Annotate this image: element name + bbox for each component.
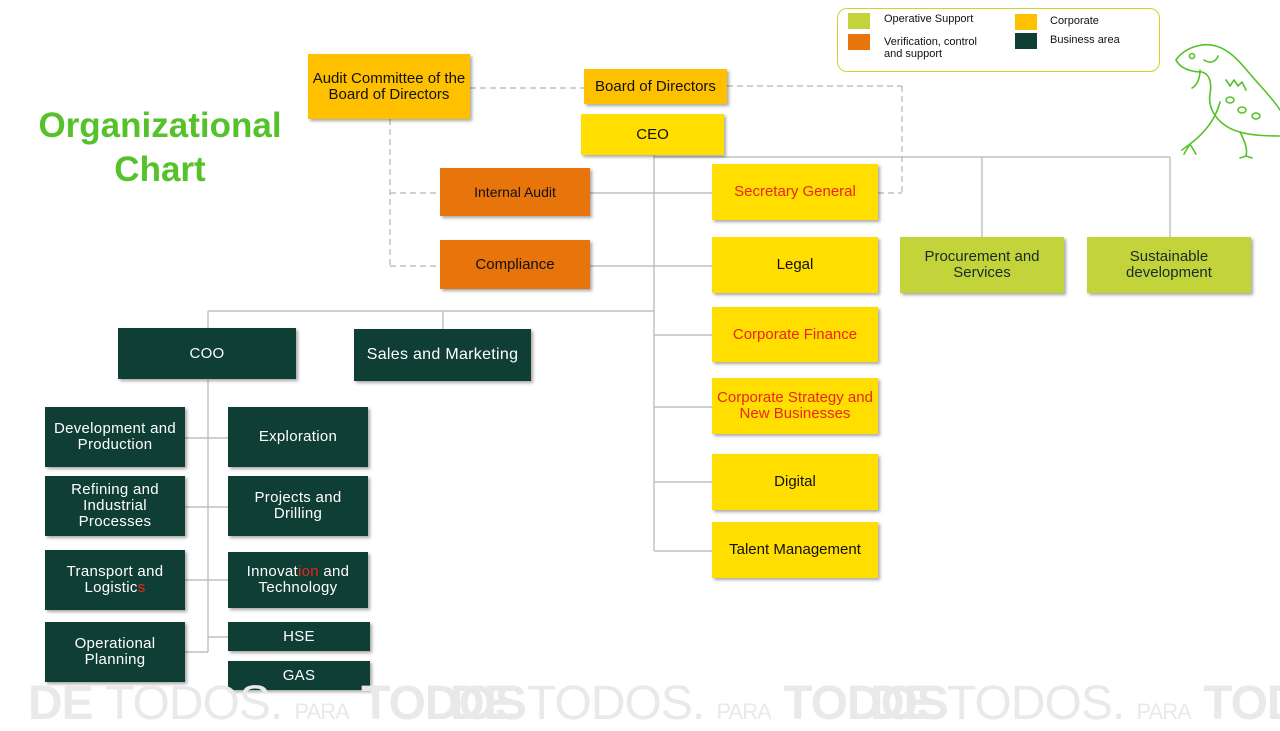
legend-swatch-business-area (1015, 33, 1037, 49)
corporate-finance-box: Corporate Finance (712, 307, 878, 362)
legend-label-corporate: Corporate (1050, 15, 1099, 27)
digital-box: Digital (712, 454, 878, 510)
page-title: Organizational Chart (28, 104, 292, 192)
innovation-label-b: ion (297, 563, 319, 580)
legend-swatch-verification (848, 34, 870, 50)
development-production-box: Development and Production (45, 407, 185, 467)
watermark-de-3: DE (870, 677, 936, 730)
talent-management-box: Talent Management (712, 522, 878, 578)
coo-box: COO (118, 328, 296, 379)
watermark-de-2: DE (450, 677, 516, 730)
page-title-line2: Chart (114, 150, 206, 189)
transport-logistics-box: Transport and Logistics (45, 550, 185, 610)
watermark-para-2: PARA (716, 699, 772, 724)
legend: Operative Support Verification, control … (837, 8, 1160, 72)
innovation-label-a: Innovat (246, 563, 298, 580)
iguana-icon (1175, 44, 1280, 159)
legend-swatch-corporate (1015, 14, 1037, 30)
innovation-technology-text: Innovation and Technology (232, 564, 364, 596)
watermark-todos-a-3: TODOS. (947, 677, 1125, 730)
transport-logistics-label-a: Transport and Logistic (66, 563, 164, 596)
exploration-box: Exploration (228, 407, 368, 467)
refining-box: Refining and Industrial Processes (45, 476, 185, 536)
page-title-line1: Organizational (38, 106, 282, 145)
watermark-todos-a-1: TODOS. (105, 677, 283, 730)
projects-drilling-box: Projects and Drilling (228, 476, 368, 536)
secretary-general-box: Secretary General (712, 164, 878, 220)
watermark-para-3: PARA (1136, 699, 1192, 724)
ceo-box: CEO (581, 114, 724, 155)
watermark-para-1: PARA (294, 699, 350, 724)
innovation-technology-box: Innovation and Technology (228, 552, 368, 608)
board-of-directors-box: Board of Directors (584, 69, 727, 104)
legend-label-business-area: Business area (1050, 34, 1120, 46)
watermark-de-1: DE (28, 677, 94, 730)
hse-box: HSE (228, 622, 370, 651)
legend-label-verification: Verification, control and support (884, 36, 977, 60)
watermark-slogan-3: DE TODOS. PARA TODOS (870, 676, 1280, 731)
sustainable-development-box: Sustainable development (1087, 237, 1251, 293)
gas-box: GAS (228, 661, 370, 690)
corporate-strategy-box: Corporate Strategy and New Businesses (712, 378, 878, 434)
legend-swatch-operative-support (848, 13, 870, 29)
innovation-label-c: and Technology (258, 563, 350, 596)
legal-box: Legal (712, 237, 878, 293)
internal-audit-box: Internal Audit (440, 168, 590, 216)
audit-committee-box: Audit Committee of the Board of Director… (308, 54, 470, 119)
legend-label-operative-support: Operative Support (884, 13, 974, 25)
transport-logistics-label-b: s (137, 579, 146, 596)
sales-marketing-box: Sales and Marketing (354, 329, 531, 381)
watermark-todos-a-2: TODOS. (527, 677, 705, 730)
operational-planning-box: Operational Planning (45, 622, 185, 682)
compliance-box: Compliance (440, 240, 590, 289)
transport-logistics-text: Transport and Logistics (49, 564, 181, 596)
procurement-services-box: Procurement and Services (900, 237, 1064, 293)
watermark-todos-b-3: TODOS (1203, 677, 1280, 730)
